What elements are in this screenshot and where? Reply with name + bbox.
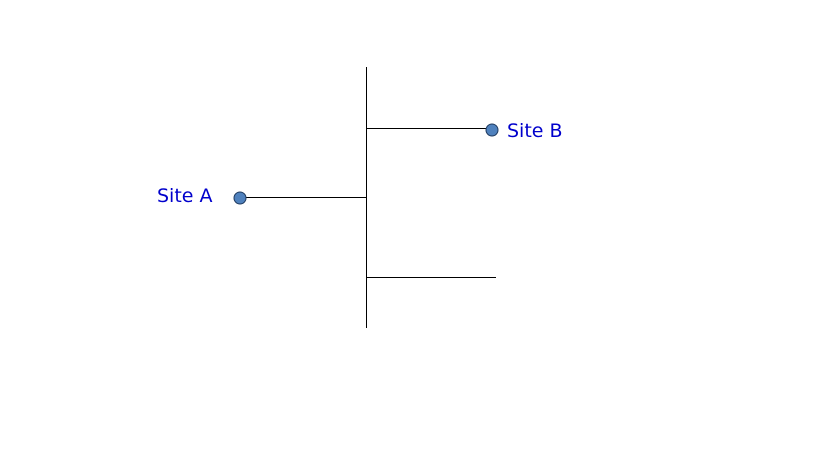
site-a-label: Site A bbox=[157, 185, 213, 207]
site-b-marker[interactable] bbox=[485, 123, 499, 137]
site-a-marker[interactable] bbox=[233, 191, 247, 205]
site-b-label: Site B bbox=[507, 120, 563, 142]
